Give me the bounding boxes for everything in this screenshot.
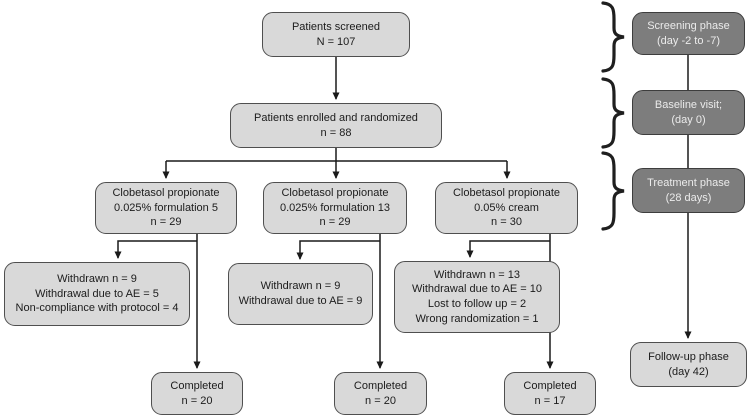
node-phase-screening: Screening phase (day -2 to -7) — [632, 12, 745, 55]
node-text: n = 88 — [320, 126, 352, 139]
node-text: Patients enrolled and randomized — [254, 111, 418, 124]
curly-brace-baseline — [601, 77, 625, 149]
node-text: Withdrawal due to AE = 9 — [238, 295, 363, 307]
node-text: Withdrawn n = 9 — [260, 280, 341, 293]
node-text: Patients screened — [291, 20, 381, 33]
node-text: Withdrawn n = 9 — [57, 273, 137, 286]
node-text: Withdrawal due to AE = 10 — [412, 283, 542, 296]
node-text: (day -2 to -7) — [657, 34, 720, 47]
node-text: Wrong randomization = 1 — [415, 312, 539, 325]
node-text: N = 107 — [316, 35, 356, 48]
node-phase-baseline: Baseline visit; (day 0) — [632, 90, 745, 135]
node-text: n = 29 — [319, 216, 351, 229]
node-text: Lost to follow up = 2 — [427, 298, 527, 310]
node-text: Completed — [353, 379, 408, 392]
node-text: (28 days) — [665, 191, 712, 204]
node-text: n = 17 — [534, 394, 566, 407]
node-text: n = 30 — [491, 216, 522, 229]
node-text: (day 0) — [671, 113, 706, 126]
node-text: Clobetasol propionate — [452, 187, 561, 200]
node-text: 0.05% cream — [474, 201, 539, 214]
curly-brace-treatment — [601, 151, 625, 231]
node-completed-arm1: Completed n = 20 — [151, 372, 243, 415]
node-patients-enrolled: Patients enrolled and randomized n = 88 — [230, 103, 442, 148]
node-text: Screening phase — [647, 19, 730, 32]
node-arm1-formulation5: Clobetasol propionate 0.025% formulation… — [95, 182, 237, 234]
node-text: 0.025% formulation 13 — [279, 201, 391, 214]
node-text: Completed — [523, 379, 577, 392]
node-phase-followup: Follow-up phase (day 42) — [630, 342, 747, 387]
node-completed-arm3: Completed n = 17 — [504, 372, 596, 415]
node-patients-screened: Patients screened N = 107 — [262, 12, 410, 57]
node-text: Withdrawn n = 13 — [434, 268, 520, 281]
arrow-arm2-to-withdrawn2 — [296, 240, 380, 260]
node-text: Completed — [170, 379, 224, 392]
node-text: Baseline visit; — [654, 98, 723, 111]
node-phase-treatment: Treatment phase (28 days) — [632, 168, 745, 213]
node-text: n = 29 — [150, 216, 182, 229]
node-text: Follow-up phase — [648, 350, 729, 363]
node-text: Clobetasol propionate — [112, 187, 220, 200]
node-withdrawn-arm3: Withdrawn n = 13 Withdrawal due to AE = … — [394, 261, 560, 333]
node-withdrawn-arm1: Withdrawn n = 9 Withdrawal due to AE = 5… — [4, 262, 190, 326]
arrow-arm1-to-withdrawn1 — [114, 240, 197, 259]
node-text: n = 20 — [181, 394, 213, 407]
curly-brace-screening — [601, 1, 625, 73]
node-text: Clobetasol propionate — [281, 187, 389, 200]
node-text: 0.025% formulation 5 — [114, 201, 218, 214]
node-text: Withdrawal due to AE = 5 — [35, 287, 159, 300]
node-arm2-formulation13: Clobetasol propionate 0.025% formulation… — [263, 182, 407, 234]
node-text: Non-compliance with protocol = 4 — [15, 302, 179, 315]
node-withdrawn-arm2: Withdrawn n = 9 Withdrawal due to AE = 9 — [228, 263, 373, 325]
node-arm3-cream: Clobetasol propionate 0.05% cream n = 30 — [435, 182, 578, 234]
arrow-arm3-to-withdrawn3 — [466, 240, 550, 258]
node-text: n = 20 — [365, 394, 396, 407]
node-text: Treatment phase — [647, 176, 730, 189]
node-completed-arm2: Completed n = 20 — [334, 372, 427, 415]
branch-bar — [166, 148, 507, 162]
node-text: (day 42) — [668, 365, 709, 378]
